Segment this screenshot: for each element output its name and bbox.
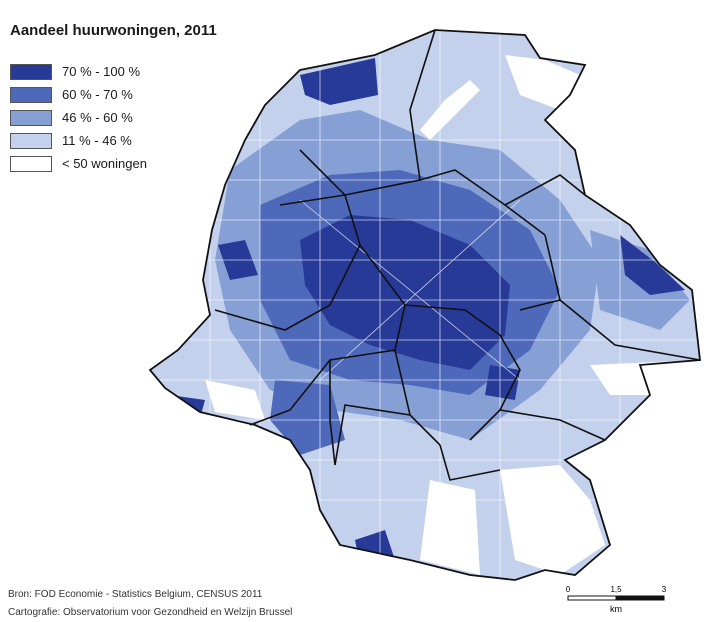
map-title: Aandeel huurwoningen, 2011 [10,22,217,39]
legend-item-46-60: 46 % - 60 % [10,106,147,129]
legend-swatch [10,155,52,172]
credit-line: Cartografie: Observatorium voor Gezondhe… [8,607,293,618]
zone-few-dwellings-southwest [205,380,265,420]
zone-60-70-south [270,380,345,455]
legend-label: < 50 woningen [62,156,147,171]
scale-tick-1: 1,5 [610,585,622,594]
legend-label: 46 % - 60 % [62,110,133,125]
region-outline [148,29,701,581]
zone-70-100-east [620,235,685,295]
legend-swatch [10,86,52,103]
legend-label: 60 % - 70 % [62,87,133,102]
source-line: Bron: FOD Economie - Statistics Belgium,… [8,589,263,600]
scale-tick-2: 3 [662,585,667,594]
scale-bar-segment-1 [567,595,617,601]
zone-few-dwellings-canal [420,80,480,140]
municipality-borders [214,29,701,481]
scale-bar-segment-2 [615,595,665,601]
legend-item-11-46: 11 % - 46 % [10,129,147,152]
scale-unit: km [610,604,622,614]
scale-bar: 0 1,5 3 km [566,585,667,614]
legend-swatch [10,132,52,149]
scale-tick-0: 0 [566,585,571,594]
legend-label: 70 % - 100 % [62,64,141,79]
zone-70-100-core [300,215,510,370]
legend-swatch [10,63,52,80]
legend-item-60-70: 60 % - 70 % [10,83,147,106]
source-note: Bron: FOD Economie - Statistics Belgium,… [8,586,292,622]
zone-few-dwellings-southeast [500,465,605,575]
zone-70-100-northwest [300,58,378,105]
legend-item-70-100: 70 % - 100 % [10,60,147,83]
region-fill [150,30,700,580]
zone-70-100-central-south [485,365,520,400]
legend: 70 % - 100 % 60 % - 70 % 46 % - 60 % 11 … [10,60,147,175]
legend-label: 11 % - 46 % [62,133,132,148]
legend-swatch [10,109,52,126]
zone-few-dwellings-south [420,480,480,575]
legend-item-few-dwellings: < 50 woningen [10,152,147,175]
zone-few-dwellings-northeast [505,55,580,110]
